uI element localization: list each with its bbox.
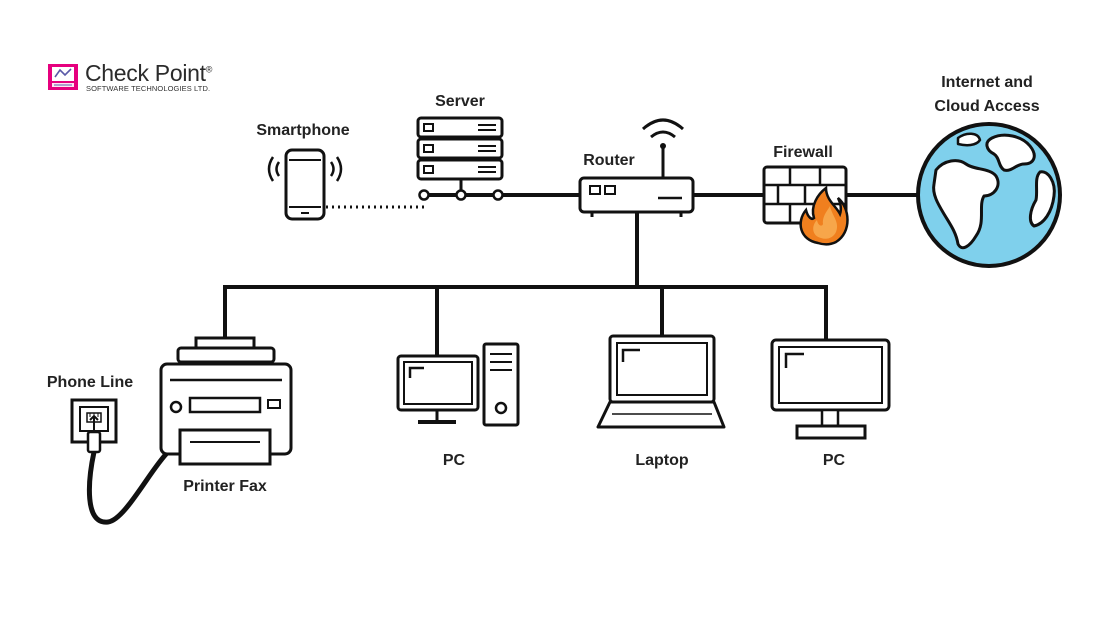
printer-fax-label: Printer Fax <box>183 478 267 495</box>
internet-label-line2: Cloud Access <box>934 98 1040 115</box>
phone-jack-icon <box>70 398 118 454</box>
logo-tagline: SOFTWARE TECHNOLOGIES LTD. <box>86 84 211 93</box>
internet-label: Internet and Cloud Access <box>934 71 1039 119</box>
printer-fax-icon <box>159 336 293 466</box>
server-icon <box>416 116 504 201</box>
logo-trademark: ® <box>205 64 213 75</box>
pc-left-icon <box>396 342 520 427</box>
router-label: Router <box>583 152 635 169</box>
logo-name: Check Point® <box>85 60 213 86</box>
check-point-logo-mark-icon <box>48 64 78 90</box>
server-label: Server <box>435 93 485 110</box>
globe-icon <box>916 122 1062 268</box>
check-point-logo: Check Point® SOFTWARE TECHNOLOGIES LTD. <box>47 60 237 96</box>
smartphone-icon <box>267 148 343 221</box>
flame-icon <box>799 185 849 246</box>
router-icon <box>578 118 695 217</box>
pc-right-icon <box>770 338 891 440</box>
laptop-label: Laptop <box>635 452 689 469</box>
laptop-icon <box>596 334 726 429</box>
firewall-label: Firewall <box>773 144 833 161</box>
pc-left-label: PC <box>442 452 466 469</box>
smartphone-label: Smartphone <box>256 122 350 139</box>
pc-right-label: PC <box>822 452 846 469</box>
phone-cable <box>86 449 171 525</box>
phone-line-label: Phone Line <box>46 374 134 391</box>
internet-label-line1: Internet and <box>941 74 1033 91</box>
